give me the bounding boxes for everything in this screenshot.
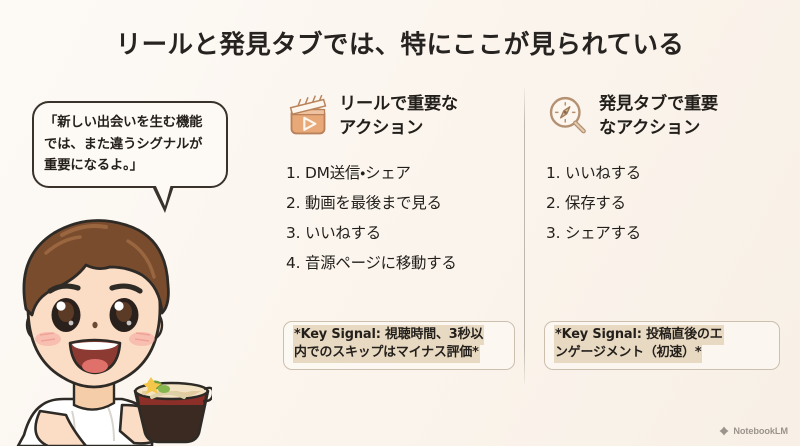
list-item-label: シェアする [565,224,641,243]
list-item-number: 2. [546,194,561,213]
list-item: 1. いいねする [546,164,776,183]
list-item-number: 2. [286,194,301,213]
key-signal-line: *Key Signal: 投稿直後のエ [554,325,770,345]
speech-bubble-body: 「新しい出会いを生む機能 では、また違うシグナルが 重要になるよ。」 [32,101,228,188]
list-item-label: DM送信・シェア [305,164,411,183]
list-item-number: 4. [286,254,301,273]
column-reels-header: リールで重要な アクション [286,92,511,140]
column-reels: リールで重要な アクション 1. DM送信・シェア 2. 動画を最後まで見る 3… [286,92,511,286]
column-reels-list: 1. DM送信・シェア 2. 動画を最後まで見る 3. いいねする 4. 音源ペ… [286,164,511,273]
key-signal-line: ンゲージメント（初速）* [554,342,770,363]
list-item-number: 3. [286,224,301,243]
list-item: 4. 音源ページに移動する [286,254,511,273]
notebooklm-icon [719,426,729,436]
list-item-number: 3. [546,224,561,243]
watermark-label: NotebookLM [733,426,788,436]
key-signal-text: ンゲージメント（初速）* [554,342,703,363]
clapperboard-icon [289,94,327,135]
compass-magnifier-icon [549,96,586,134]
key-signal-box-reels: *Key Signal: 視聴時間、3秒以 内でのスキップはマイナス評価* [283,321,515,370]
list-item-number: 1. [546,164,561,183]
speech-bubble: 「新しい出会いを生む機能 では、また違うシグナルが 重要になるよ。」 [32,101,228,213]
column-explore: 発見タブで重要 なアクション 1. いいねする 2. 保存する 3. シェアする [546,92,776,256]
column-reels-title: リールで重要な アクション [339,94,458,138]
list-item-label: 保存する [565,194,626,213]
list-item-number: 1. [286,164,301,183]
list-item: 2. 保存する [546,194,776,213]
key-signal-text: *Key Signal: 視聴時間、3秒以 [293,325,485,345]
key-signal-box-explore: *Key Signal: 投稿直後のエ ンゲージメント（初速）* [544,321,780,370]
page-title: リールと発見タブでは、特にここが見られている [115,30,685,60]
key-signal-text: *Key Signal: 投稿直後のエ [554,325,724,345]
list-item-label: いいねする [305,224,381,243]
column-divider [524,88,526,384]
key-signal-line: 内でのスキップはマイナス評価* [293,342,505,363]
list-item: 2. 動画を最後まで見る [286,194,511,213]
list-item-label: いいねする [565,164,641,183]
column-explore-title: 発見タブで重要 なアクション [599,94,718,138]
notebooklm-watermark: NotebookLM [719,426,788,436]
list-item: 3. いいねする [286,224,511,243]
speech-bubble-tail-fill [155,183,171,206]
key-signal-text: 内でのスキップはマイナス評価* [293,342,480,363]
speech-bubble-text: 「新しい出会いを生む機能 では、また違うシグナルが 重要になるよ。」 [44,115,203,174]
column-explore-header: 発見タブで重要 なアクション [546,92,776,140]
column-explore-list: 1. いいねする 2. 保存する 3. シェアする [546,164,776,243]
list-item-label: 動画を最後まで見る [305,194,442,213]
list-item-label: 音源ページに移動する [305,254,457,273]
character-illustration [16,219,212,446]
key-signal-line: *Key Signal: 視聴時間、3秒以 [293,325,505,345]
list-item: 1. DM送信・シェア [286,164,511,183]
list-item: 3. シェアする [546,224,776,243]
